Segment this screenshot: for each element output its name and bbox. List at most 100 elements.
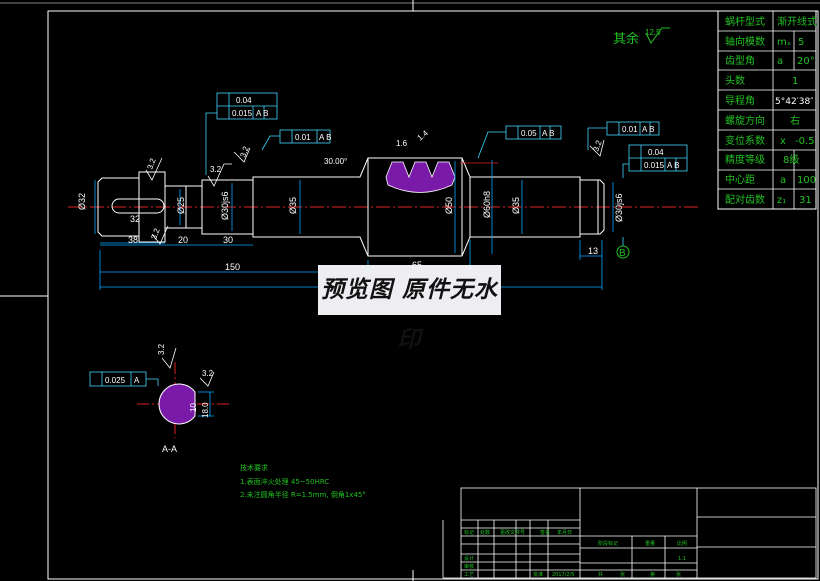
section-dim-32: 3.2 — [157, 343, 166, 355]
dim-d35-b: Ø35 — [511, 197, 521, 214]
dim-len-30: 30 — [223, 235, 233, 245]
tol-004b: 0.04 — [648, 148, 664, 157]
param-value: 20° — [797, 56, 815, 67]
roughness-note-label: 其余 — [613, 31, 639, 47]
ra-32b: 3.2 — [210, 165, 222, 174]
dim-d30js6-b: Ø30js6 — [614, 193, 624, 222]
tol-004: 0.04 — [236, 96, 252, 105]
dimension-text: Ø32 32 38 20 30 Ø25 Ø30js6 Ø35 Ø50 Ø60h8… — [77, 128, 624, 272]
dim-d30js6-a: Ø30js6 — [220, 191, 230, 220]
param-label: 精度等级 — [725, 153, 765, 166]
tolerance-frames — [205, 92, 688, 246]
dim-len-13: 13 — [588, 246, 598, 256]
param-label: 变位系数 — [725, 134, 765, 147]
title-block-text: 标记 处数 更改文件号 签名 年月日 阶段标记 重量 比例 1:1 设计 审核 … — [464, 529, 687, 578]
roughness-note-value: 12.5 — [645, 28, 661, 37]
dim-d60h8: Ø60h8 — [482, 191, 492, 218]
dim-r-16: 1.6 — [396, 139, 408, 148]
tb-c1: 标记 — [464, 529, 474, 536]
tb-c3: 更改文件号 — [500, 529, 525, 536]
tb-c9: 1:1 — [678, 556, 686, 562]
tb-c8: 比例 — [677, 540, 687, 547]
datum-b-label: B — [619, 248, 626, 259]
param-sym: z₁ — [777, 195, 786, 206]
section-ref: A — [134, 376, 140, 385]
section-label: A-A — [162, 444, 177, 454]
worm-teeth-section — [385, 161, 456, 193]
tb-c15: 共 — [598, 571, 603, 578]
section-a-a: 0.025 A 3.2 3.2 10 18.0 A-A — [89, 343, 232, 454]
param-sym: mₓ — [777, 37, 791, 48]
tol-ref-ab: A B — [319, 133, 331, 142]
watermark-banner: 预览图 原件无水印 — [318, 265, 501, 353]
dim-r-14: 1.4 — [416, 128, 431, 142]
param-sym: x — [780, 136, 786, 147]
param-value: 5 — [798, 37, 804, 48]
dim-len-20: 20 — [178, 235, 188, 245]
tb-c13: 批准 — [533, 571, 543, 578]
tol-ref-ab: A B — [667, 161, 679, 170]
param-value: 100 — [797, 175, 816, 186]
notes-line1: 1.表面淬火处理 45~50HRC — [240, 477, 329, 486]
dim-chamfer-30: 30.00° — [324, 157, 347, 166]
tb-c7: 重量 — [645, 540, 655, 547]
tol-0015b: 0.015 — [644, 161, 665, 170]
tol-001: 0.01 — [622, 125, 638, 134]
notes-line2: 2.未注圆角半径 R=1.5mm, 倒角1x45° — [240, 490, 366, 499]
datum-b-marker: B — [616, 245, 630, 259]
param-value: 8级 — [783, 154, 799, 166]
tb-c4: 签名 — [540, 529, 550, 536]
param-label: 蜗杆型式 — [725, 15, 765, 28]
param-label: 中心距 — [725, 173, 755, 186]
tol-0015: 0.015 — [232, 109, 253, 118]
tb-c6: 阶段标记 — [598, 540, 618, 547]
param-label: 配对齿数 — [725, 193, 765, 206]
param-value: 1 — [792, 76, 798, 87]
shaft-outline — [97, 157, 605, 257]
section-dim-10: 10 — [189, 403, 198, 412]
section-dim-18: 18.0 — [201, 402, 210, 418]
params-table: 蜗杆型式 渐开线式 轴向模数 mₓ 5 齿型角 a 20° 头数 1 导程角 5… — [717, 10, 817, 210]
dim-len-38: 38 — [128, 235, 138, 245]
tb-c12: 工艺 — [464, 572, 474, 578]
param-label: 螺旋方向 — [725, 114, 765, 127]
dim-len-150: 150 — [225, 262, 240, 272]
dim-d50: Ø50 — [444, 197, 454, 214]
tb-c5: 年月日 — [557, 529, 572, 536]
tol-ref-ab: A B — [642, 125, 654, 134]
ra-32d: 3.2 — [149, 227, 161, 241]
tb-c16: 张 — [620, 571, 625, 578]
section-sym-tol: 0.025 — [105, 376, 126, 385]
param-sym: a — [780, 175, 786, 186]
tb-c18: 张 — [676, 571, 681, 578]
section-dim-ra: 3.2 — [202, 369, 214, 378]
tolerance-text: 0.04 0.015 A B 0.01 A B 0.05 A B 0.01 A … — [232, 96, 679, 170]
tb-c14: 2017/2/5 — [552, 572, 574, 578]
tb-c10: 设计 — [464, 555, 474, 562]
tol-ref-ab: A B — [256, 109, 268, 118]
tol-001: 0.01 — [295, 133, 311, 142]
tb-c17: 第 — [650, 571, 655, 578]
param-value: -0.5 — [795, 136, 815, 147]
ra-32c: 3.2 — [238, 145, 250, 159]
roughness-note: 其余 12.5 — [613, 27, 670, 47]
tech-notes: 技术要求 1.表面淬火处理 45~50HRC 2.未注圆角半径 R=1.5mm,… — [240, 463, 366, 499]
notes-title: 技术要求 — [240, 463, 268, 472]
param-label: 导程角 — [725, 95, 755, 107]
ra-32e: 3.2 — [591, 139, 603, 153]
title-block — [442, 487, 817, 579]
dim-d25: Ø25 — [176, 197, 186, 214]
dim-d35-a: Ø35 — [288, 197, 298, 214]
param-label: 齿型角 — [725, 54, 755, 67]
param-label: 轴向模数 — [725, 35, 765, 48]
ra-32a: 3.2 — [145, 157, 157, 171]
param-value: 31 — [799, 195, 812, 206]
dim-d-end: Ø32 — [77, 193, 87, 210]
tol-005: 0.05 — [521, 129, 537, 138]
param-label: 头数 — [725, 74, 745, 87]
tb-c11: 审核 — [464, 563, 474, 570]
param-sym: a — [777, 56, 783, 67]
